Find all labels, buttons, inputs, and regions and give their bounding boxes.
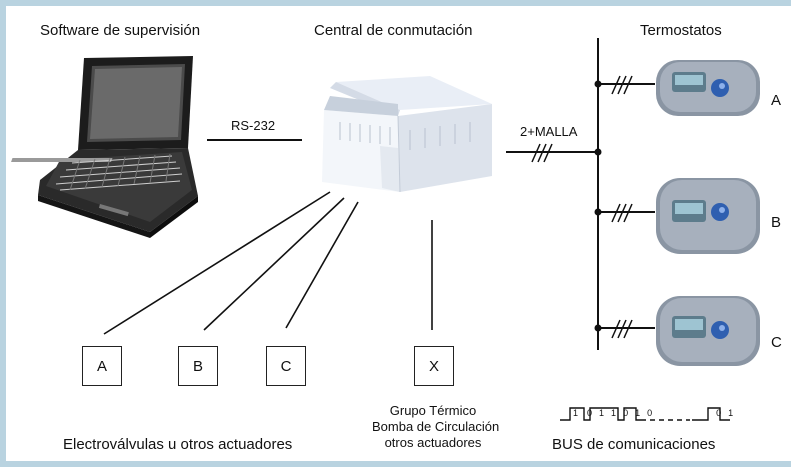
bus-waveform: [560, 407, 730, 421]
actuator-b-box: B: [178, 346, 218, 386]
actuator-x-box: X: [414, 346, 454, 386]
software-title: Software de supervisión: [40, 22, 201, 39]
actuators-caption: Electroválvulas u otros actuadores: [63, 436, 293, 453]
bus-label: BUS de comunicaciones: [552, 436, 716, 453]
termostatos-title: Termostatos: [640, 22, 722, 39]
malla-label: 2+MALLA: [520, 124, 578, 139]
bus-bit: 0: [647, 408, 653, 418]
actuator-a-box: A: [82, 346, 122, 386]
actuator-c-box: C: [266, 346, 306, 386]
grupo-line-3: otros actuadores: [384, 435, 482, 450]
rs232-label: RS-232: [231, 118, 276, 133]
bus-bit: 1: [573, 408, 579, 418]
thermostat-branch-a: [594, 75, 655, 95]
thermostat-c-icon: [656, 296, 760, 366]
actuator-c-label: C: [280, 357, 292, 375]
thermostat-branch-b: [594, 203, 655, 223]
thermostat-a-label: A: [771, 92, 782, 109]
grupo-text: Grupo Térmico Bomba de Circulación otros…: [372, 403, 500, 451]
bus-bit: 1: [599, 408, 605, 418]
bus-bit: 1: [635, 408, 641, 418]
thermostat-c-label: C: [771, 334, 782, 351]
laptop-icon: [11, 56, 198, 238]
actuator-x-label: X: [428, 357, 439, 375]
bus-bit: 0: [623, 408, 629, 418]
bus-bit: 0: [716, 408, 722, 418]
thermostat-b-label: B: [771, 214, 782, 231]
actuator-b-label: B: [192, 357, 203, 375]
central-unit-icon: [322, 76, 492, 193]
grupo-line-2: Bomba de Circulación: [372, 419, 500, 434]
bus-bit: 1: [611, 408, 617, 418]
thermostat-branch-c: [594, 319, 655, 339]
bus-bit: 1: [728, 408, 734, 418]
central-title: Central de conmutación: [314, 22, 473, 39]
bus-bit: 0: [587, 408, 593, 418]
thermostat-a-icon: [656, 60, 760, 116]
actuator-a-label: A: [96, 357, 107, 375]
thermostat-b-icon: [656, 178, 760, 254]
grupo-line-1: Grupo Térmico: [389, 403, 477, 418]
